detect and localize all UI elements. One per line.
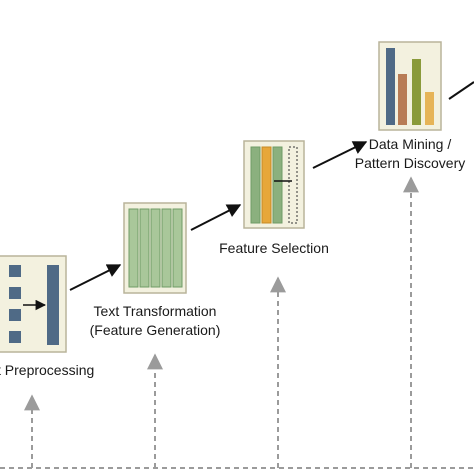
stage-label-preprocessing: t Preprocessing bbox=[0, 362, 94, 378]
stage-label-selection: Feature Selection bbox=[219, 240, 329, 256]
process-arrow-2 bbox=[190, 204, 242, 231]
list-to-column-icon bbox=[0, 255, 67, 353]
stage-label-mining-line1: Data Mining / bbox=[369, 136, 452, 152]
column-filter-icon bbox=[243, 140, 305, 229]
stage-label-transformation-line1: Text Transformation bbox=[94, 303, 217, 319]
stage-transformation: Text Transformation (Feature Generation) bbox=[90, 202, 221, 338]
stage-selection: Feature Selection bbox=[219, 140, 329, 256]
process-arrow-4 bbox=[448, 81, 474, 100]
bar-chart-icon bbox=[378, 41, 442, 131]
stage-label-transformation-line2: (Feature Generation) bbox=[90, 322, 221, 338]
process-arrow-3 bbox=[312, 141, 368, 169]
stage-label-mining-line2: Pattern Discovery bbox=[355, 155, 465, 171]
stage-preprocessing: t Preprocessing bbox=[0, 255, 94, 378]
columns-icon bbox=[123, 202, 187, 294]
process-arrow-1 bbox=[69, 264, 122, 291]
stage-mining: Data Mining / Pattern Discovery bbox=[355, 41, 465, 171]
